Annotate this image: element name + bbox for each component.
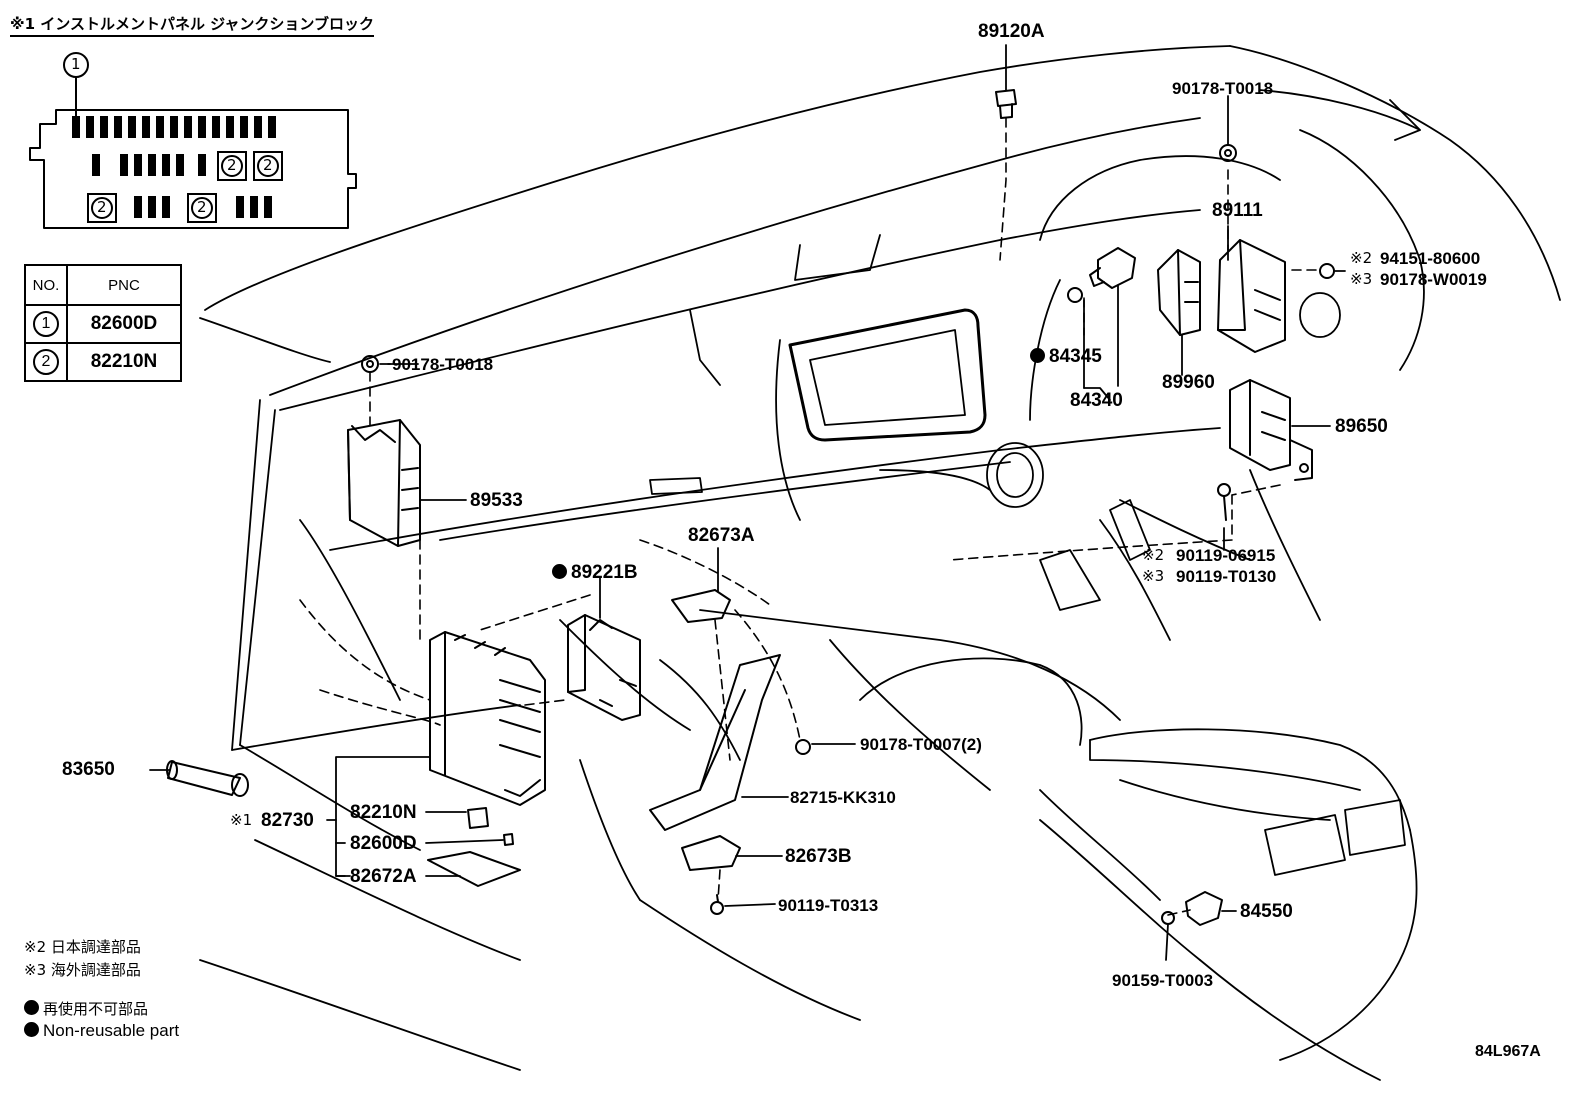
part-89120A-shape: [995, 89, 1017, 119]
label-82715-KK310[interactable]: 82715-KK310: [790, 788, 896, 807]
part-82673B-shape: [681, 835, 741, 871]
label-82673A[interactable]: 82673A: [688, 525, 755, 546]
part-84550-shape: [1185, 891, 1223, 926]
label-82673B[interactable]: 82673B: [785, 846, 852, 867]
label-84550[interactable]: 84550: [1240, 901, 1293, 922]
mark-2-90119-06915: ※2: [1142, 546, 1165, 564]
nut-90159-shape: [1161, 911, 1175, 925]
legend-dot-en: [24, 1022, 39, 1037]
bolt-90119-T0313-shape: [710, 894, 724, 915]
label-94151-80600[interactable]: 94151-80600: [1380, 249, 1481, 268]
pnc-header-no: NO.: [24, 264, 68, 306]
part-82715-shape: [649, 654, 781, 831]
nut-84345-shape: [1067, 287, 1083, 303]
part-82210N-shape: [467, 807, 489, 829]
legend-non-reusable-jp: 再使用不可部品: [24, 1000, 148, 1017]
clip-nut-top-shape: [1219, 144, 1237, 162]
part-82672A-shape: [427, 851, 521, 887]
label-89120A[interactable]: 89120A: [978, 21, 1045, 42]
leader-lines: [149, 44, 1346, 961]
label-84345-text: 84345: [1049, 346, 1102, 367]
pnc-row-1-no: 1: [33, 311, 59, 337]
label-82672A[interactable]: 82672A: [350, 866, 417, 887]
pnc-header-pnc: PNC: [66, 264, 182, 306]
label-82600D[interactable]: 82600D: [350, 833, 417, 854]
part-89221B-shape: [567, 614, 641, 721]
label-84340[interactable]: 84340: [1070, 390, 1123, 411]
inset-callout-1: 1: [71, 55, 81, 73]
clip-nut-left-shape: [361, 355, 379, 373]
pnc-row-1-pnc[interactable]: 82600D: [66, 304, 182, 344]
label-89221B-text: 89221B: [571, 562, 638, 583]
legend-dot-jp: [24, 1000, 39, 1015]
pnc-table: NO. PNC 1 82600D 2 82210N: [24, 264, 182, 382]
label-90178-T0018-left[interactable]: 90178-T0018: [392, 355, 494, 374]
dashboard-outline: [199, 45, 1561, 1081]
label-90178-T0007[interactable]: 90178-T0007(2): [860, 735, 982, 754]
legend-non-reusable-jp-text: 再使用不可部品: [43, 1000, 149, 1018]
clip-90178-T0007-shape: [795, 739, 811, 755]
part-82600D-shape: [503, 833, 514, 846]
label-89221B[interactable]: 89221B: [552, 563, 638, 582]
legend-non-reusable-en: Non-reusable part: [24, 1022, 179, 1039]
label-89111[interactable]: 89111: [1212, 200, 1263, 221]
label-83650[interactable]: 83650: [62, 759, 115, 780]
part-89650-shape: [1229, 379, 1313, 481]
label-90119-06915[interactable]: 90119-06915: [1176, 546, 1276, 565]
inset-callout-2d: 2: [197, 198, 207, 216]
inset-callout-2c: 2: [97, 198, 107, 216]
inset-callout-2a: 2: [227, 156, 237, 174]
label-89533[interactable]: 89533: [470, 490, 523, 511]
diagram-code: 84L967A: [1475, 1043, 1541, 1060]
pnc-row-2-pnc[interactable]: 82210N: [66, 342, 182, 382]
legend-note-3: ※3 海外調達部品: [24, 961, 141, 979]
label-82730[interactable]: 82730: [261, 810, 314, 831]
inset-boxed-callouts: [63, 52, 283, 223]
legend-note-2: ※2 日本調達部品: [24, 938, 141, 956]
part-83650-shape: [166, 760, 249, 797]
mark-3-90178-W0019: ※3: [1350, 270, 1373, 288]
part-89111-shape: [1217, 239, 1286, 353]
label-90159-T0003[interactable]: 90159-T0003: [1112, 971, 1214, 990]
part-82730-shape: [429, 631, 546, 806]
inset-callout-2b: 2: [263, 156, 273, 174]
junction-block-inset-outline: [29, 109, 357, 229]
label-84345[interactable]: 84345: [1030, 347, 1102, 366]
part-82673A-shape: [671, 589, 731, 623]
label-89960[interactable]: 89960: [1162, 372, 1215, 393]
pnc-row-2-no: 2: [33, 349, 59, 375]
non-reusable-dot: [552, 564, 567, 579]
label-90119-T0130[interactable]: 90119-T0130: [1176, 567, 1277, 586]
label-90119-T0313[interactable]: 90119-T0313: [778, 896, 879, 915]
part-89960-shape: [1157, 249, 1201, 336]
label-90178-W0019[interactable]: 90178-W0019: [1380, 270, 1487, 289]
junction-block-title: ※1 インストルメントパネル ジャンクションブロック: [10, 13, 374, 37]
label-89650[interactable]: 89650: [1335, 416, 1388, 437]
legend-non-reusable-en-text: Non-reusable part: [43, 1021, 180, 1040]
label-82210N[interactable]: 82210N: [350, 802, 417, 823]
mark-3-90119-T0130: ※3: [1142, 567, 1165, 585]
part-84340-shape: [1089, 247, 1136, 289]
nut-94151-shape: [1319, 263, 1335, 279]
part-89533-shape: [347, 419, 421, 547]
junction-block-fuse-layout: [72, 116, 276, 218]
label-90178-T0018-top[interactable]: 90178-T0018: [1172, 79, 1274, 98]
non-reusable-dot: [1030, 348, 1045, 363]
bolt-90119-06915-shape: [1217, 483, 1231, 521]
mark-1-82730: ※1: [230, 811, 253, 829]
mark-2-94151: ※2: [1350, 249, 1373, 267]
